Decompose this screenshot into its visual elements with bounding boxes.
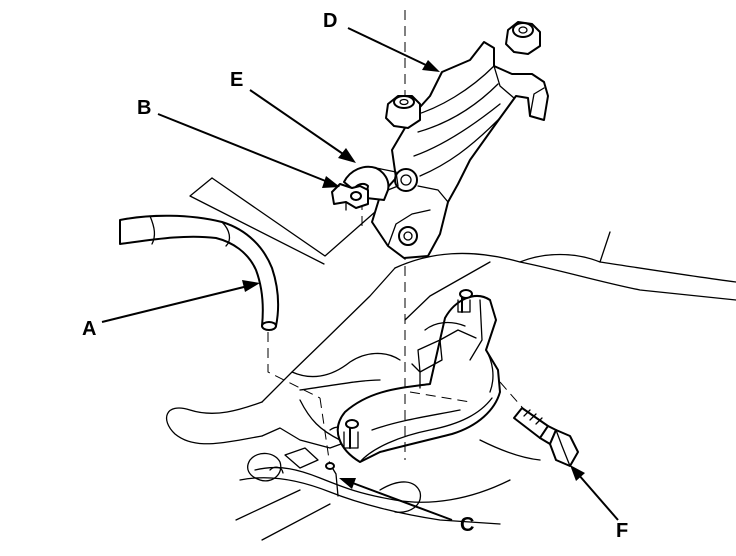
callout-arrow-e [249,89,356,163]
mount-bracket [336,289,501,463]
callout-arrow-a [101,280,260,323]
callout-arrow-c [339,478,453,521]
clip-e [343,165,399,201]
screw-c [325,462,339,497]
clip-b [331,183,369,211]
callout-arrow-b [157,113,340,188]
bracket-d [371,41,549,259]
label-a: A [82,318,96,340]
hose-a [119,214,280,331]
callout-arrow-d [347,27,440,72]
label-f: F [616,520,628,542]
nut-middle [385,95,421,129]
label-b: B [137,97,151,119]
bolt-f [513,407,579,467]
engine-body [166,231,736,541]
label-d: D [323,10,337,32]
label-e: E [230,69,243,91]
label-c: C [460,514,474,536]
nut-top-right [505,21,541,55]
callout-arrow-f [570,465,619,521]
